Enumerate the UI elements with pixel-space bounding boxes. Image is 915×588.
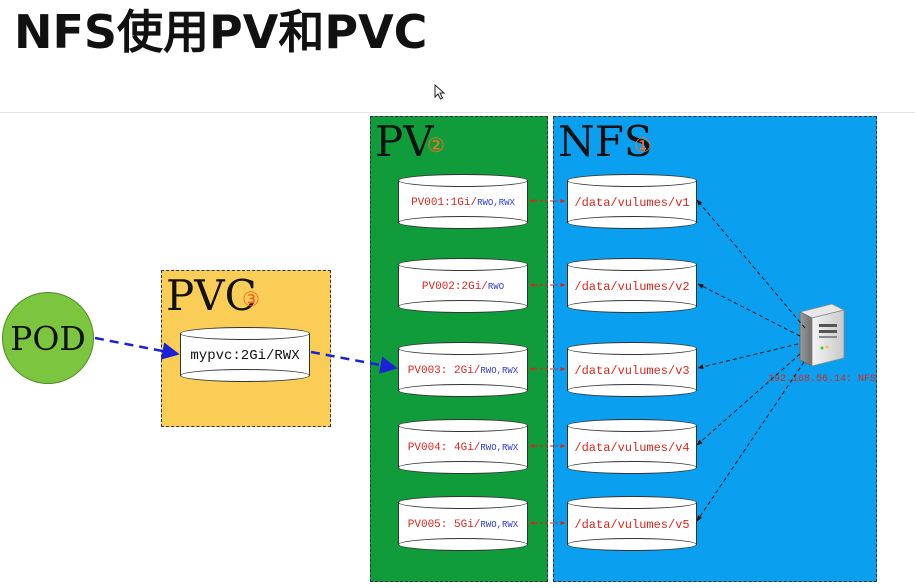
- server-to-v3-arrow: [697, 343, 799, 370]
- nfs-disk-4: /data/vulumes/v4: [567, 419, 697, 474]
- pvc-claim-disk: mypvc:2Gi/RWX: [180, 327, 310, 382]
- nfs-disk-3: /data/vulumes/v3: [567, 342, 697, 397]
- pv-title: PV: [375, 117, 434, 166]
- server-to-v1-arrow: [696, 199, 806, 329]
- nfs-path-label: /data/vulumes/v1: [574, 195, 690, 210]
- pv-disk-main: PV004: 4Gi/: [407, 441, 481, 454]
- pv-disk-4: PV004: 4Gi/RWO,RWX: [398, 419, 528, 474]
- page-title: NFS使用PV和PVC: [14, 5, 428, 59]
- nfs-server-label: 192.168.56.14: NFS: [768, 374, 877, 385]
- pod-to-pvc-arrow: [94, 336, 180, 360]
- nfs-disk-2: /data/vulumes/v2: [567, 258, 697, 313]
- nfs-step-number: ①: [634, 133, 652, 157]
- pv-disk-1: PV001:1Gi/RWO,RWX: [398, 174, 528, 229]
- pv-disk-3: PV003: 2Gi/RWO,RWX: [398, 342, 528, 397]
- pv-disk-main: PV005: 5Gi/: [407, 518, 481, 531]
- pv-disk-main: PV001:1Gi/: [411, 196, 478, 209]
- pv-disk-modes: RWO,RWX: [480, 519, 519, 530]
- server-to-v5-arrow: [696, 361, 805, 522]
- pod-label: POD: [10, 318, 86, 358]
- diagram-frame: [0, 112, 915, 588]
- pvc-to-pv-arrow: [310, 350, 398, 374]
- nfs-disk-5: /data/vulumes/v5: [567, 496, 697, 551]
- nfs-title: NFS: [558, 117, 653, 166]
- nfs-path-label: /data/vulumes/v4: [574, 440, 690, 455]
- pvc-title: PVC: [166, 271, 257, 320]
- pv-step-number: ②: [427, 133, 445, 157]
- pv-disk-5: PV005: 5Gi/RWO,RWX: [398, 496, 528, 551]
- server-to-v2-arrow: [697, 283, 801, 337]
- pv-disk-modes: RWO: [487, 281, 505, 292]
- pv-disk-modes: RWO,RWX: [477, 197, 515, 208]
- pvc-step-number: ③: [242, 287, 260, 311]
- pvc-claim-label: mypvc:2Gi/RWX: [190, 347, 300, 364]
- pv-disk-main: PV002:2Gi/: [421, 280, 488, 293]
- pod-node: POD: [2, 292, 94, 384]
- pv-disk-2: PV002:2Gi/RWO: [398, 258, 528, 313]
- nfs-disk-1: /data/vulumes/v1: [567, 174, 697, 229]
- nfs-path-label: /data/vulumes/v3: [574, 363, 690, 378]
- nfs-path-label: /data/vulumes/v5: [574, 517, 690, 532]
- cursor-icon: [434, 84, 446, 100]
- pv-disk-modes: RWO,RWX: [480, 365, 519, 376]
- pv-disk-modes: RWO,RWX: [480, 442, 519, 453]
- nfs-path-label: /data/vulumes/v2: [574, 279, 690, 294]
- server-to-v4-arrow: [696, 353, 801, 446]
- pv-disk-main: PV003: 2Gi/: [407, 364, 481, 377]
